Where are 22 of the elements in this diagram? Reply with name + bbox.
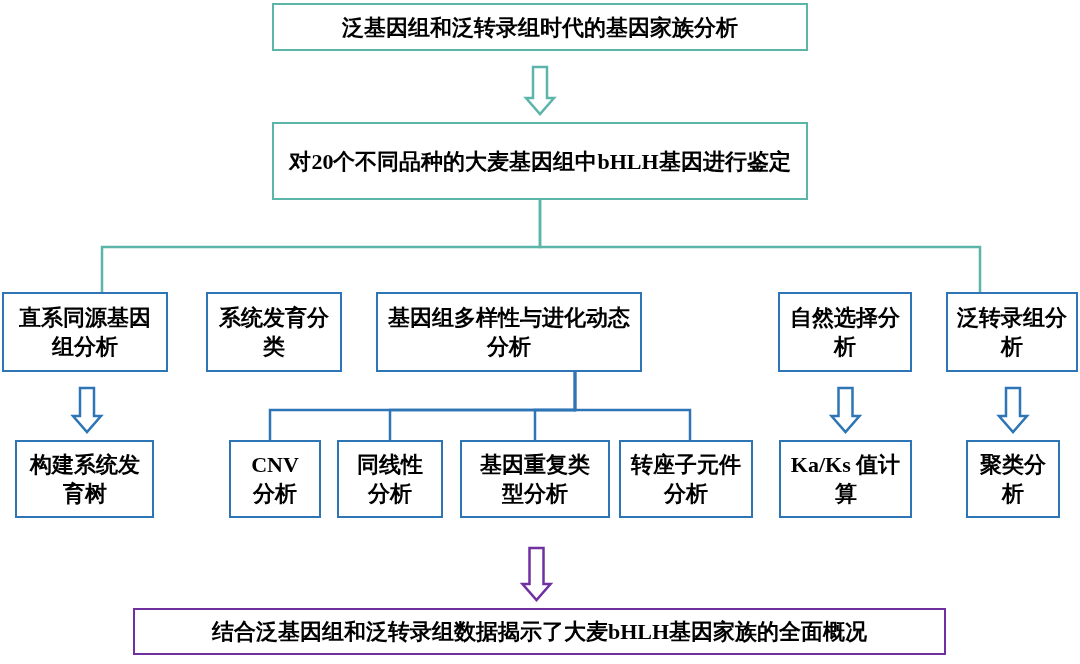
- process-box: 构建系统发育树: [15, 440, 154, 518]
- block-arrow: [519, 546, 554, 602]
- process-box: 对20个不同品种的大麦基因组中bHLH基因进行鉴定: [272, 122, 808, 200]
- process-box: 系统发育分类: [206, 292, 342, 372]
- process-box: 结合泛基因组和泛转录组数据揭示了大麦bHLH基因家族的全面概况: [133, 608, 946, 655]
- process-box: 直系同源基因组分析: [2, 292, 168, 372]
- process-box: 自然选择分析: [778, 292, 912, 372]
- process-box: 泛转录组分析: [946, 292, 1078, 372]
- block-arrow: [523, 65, 557, 116]
- block-arrow: [828, 386, 863, 434]
- process-box: 基因组多样性与进化动态分析: [376, 292, 642, 372]
- process-box: 聚类分析: [966, 440, 1060, 518]
- process-box: Ka/Ks 值计算: [779, 440, 912, 518]
- process-box: 泛基因组和泛转录组时代的基因家族分析: [272, 3, 808, 51]
- block-arrow: [70, 386, 104, 434]
- process-box: 基因重复类型分析: [460, 440, 610, 518]
- connector-line: [538, 200, 982, 292]
- process-box: 转座子元件分析: [619, 440, 753, 518]
- block-arrow: [996, 386, 1030, 434]
- process-box: CNV 分析: [229, 440, 321, 518]
- process-box: 同线性分析: [337, 440, 443, 518]
- connector-line: [573, 372, 692, 440]
